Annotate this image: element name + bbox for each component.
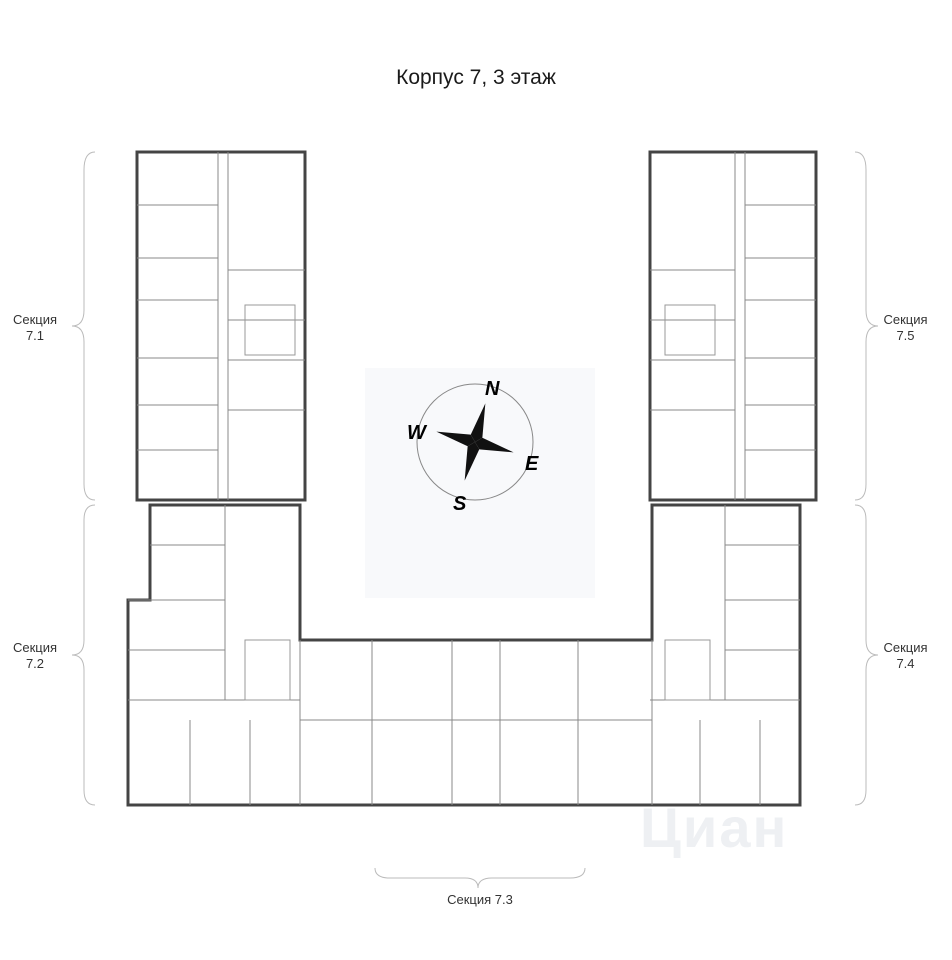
compass-n: N — [485, 378, 500, 400]
section-number: 7.4 — [896, 656, 915, 671]
section-7-3-label: Секция 7.3 — [447, 892, 513, 907]
section-braces — [71, 151, 879, 889]
page-title: Корпус 7, 3 этаж — [396, 66, 556, 89]
stairs — [244, 304, 716, 701]
compass-e: E — [525, 453, 539, 475]
compass: N W E S — [407, 378, 539, 515]
compass-background — [365, 368, 595, 598]
compass-s: S — [453, 493, 467, 515]
building-outline — [126, 150, 818, 807]
section-number: 7.5 — [896, 328, 915, 343]
section-label: Секция — [12, 312, 58, 327]
compass-w: W — [407, 422, 428, 444]
section-label: Секция — [883, 312, 928, 327]
compass-needle-north — [470, 403, 486, 442]
compass-circle — [416, 383, 534, 501]
section-number: 7.2 — [25, 656, 45, 671]
section-number: 7.1 — [25, 328, 45, 343]
section-label: Секция — [883, 640, 928, 655]
section-label: Секция — [12, 640, 58, 655]
